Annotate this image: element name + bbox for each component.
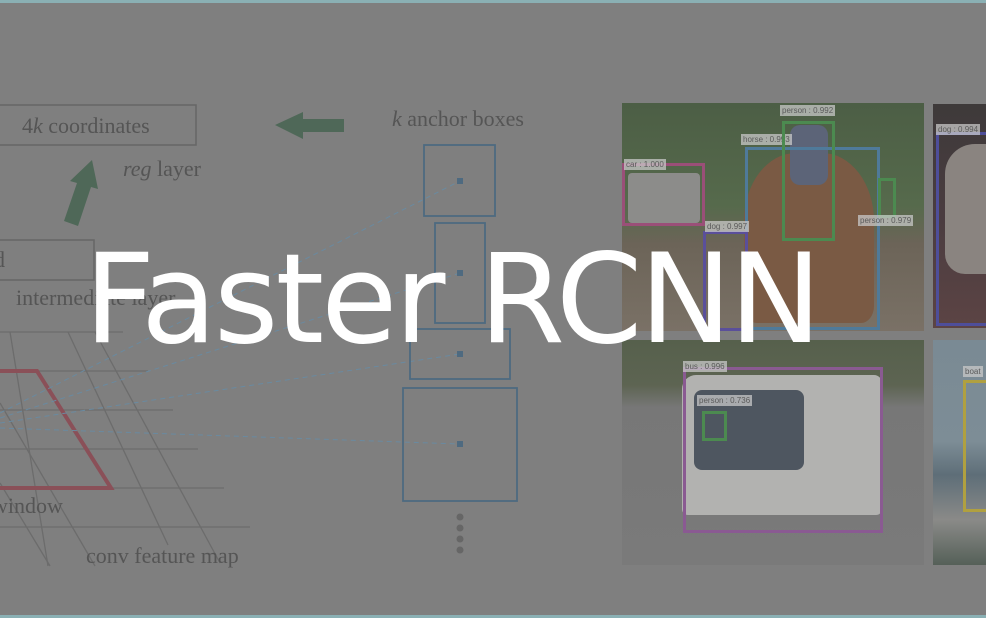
detection-photo-bus: bus : 0.996 person : 0.736 (622, 340, 924, 565)
bbox-label-bus: bus : 0.996 (683, 361, 727, 372)
bbox-label-person-driver: person : 0.736 (697, 395, 753, 406)
anchor-center-4 (457, 441, 463, 447)
bbox-person-driver (702, 411, 727, 441)
conv-feature-map-label: conv feature map (86, 543, 239, 568)
anchor-box-2 (434, 222, 486, 324)
anchor-center-2 (457, 270, 463, 276)
car-shape (628, 173, 700, 223)
detection-photo-boat: boat (933, 340, 986, 565)
anchor-box-3 (409, 328, 511, 380)
projection-lines (0, 180, 461, 445)
intermediate-layer-label: intermediate layer (16, 285, 176, 310)
rider-shape (790, 125, 828, 185)
up-arrow-icon (64, 160, 98, 226)
bbox-bus (683, 367, 883, 533)
anchor-box-4 (402, 387, 518, 502)
bbox-label-dog-2: dog : 0.994 (936, 124, 981, 135)
cls-box-partial (0, 239, 95, 281)
cls-box-label: d (0, 247, 5, 272)
anchor-center-1 (457, 178, 463, 184)
anchor-box-1 (423, 144, 496, 217)
bbox-person-rider (782, 121, 835, 241)
rpn-diagram: 4k coordinates reg layer d intermediate … (0, 104, 524, 568)
bbox-label-person-rider: person : 0.992 (780, 105, 836, 116)
left-arrow-icon (275, 112, 344, 139)
bbox-label-horse: horse : 0.993 (741, 134, 792, 145)
detection-photo-horse: car : 1.000 horse : 0.993 person : 0.992… (622, 103, 924, 331)
bbox-boat (963, 380, 986, 512)
sliding-window-label: window (0, 493, 63, 518)
anchor-boxes-label: k anchor boxes (392, 106, 524, 131)
bbox-dog-2 (936, 132, 986, 326)
detection-photo-dog: dog : 0.994 (933, 104, 986, 328)
coordinates-label: 4k coordinates (22, 113, 150, 138)
ellipsis-dots-icon (456, 513, 464, 554)
bbox-label-car: car : 1.000 (624, 159, 666, 170)
sliding-window (0, 369, 115, 490)
bbox-label-person-bg: person : 0.979 (858, 215, 914, 226)
anchor-center-3 (457, 351, 463, 357)
bbox-label-boat: boat (963, 366, 983, 377)
reg-layer-label: reg layer (123, 156, 202, 181)
bbox-person-bg (878, 178, 896, 218)
page-title: Faster RCNN (84, 228, 822, 372)
bbox-car (622, 163, 705, 226)
bbox-dog (703, 231, 748, 331)
dog-shape (945, 144, 986, 274)
coordinates-box (0, 104, 197, 146)
bbox-label-dog: dog : 0.997 (705, 221, 750, 232)
